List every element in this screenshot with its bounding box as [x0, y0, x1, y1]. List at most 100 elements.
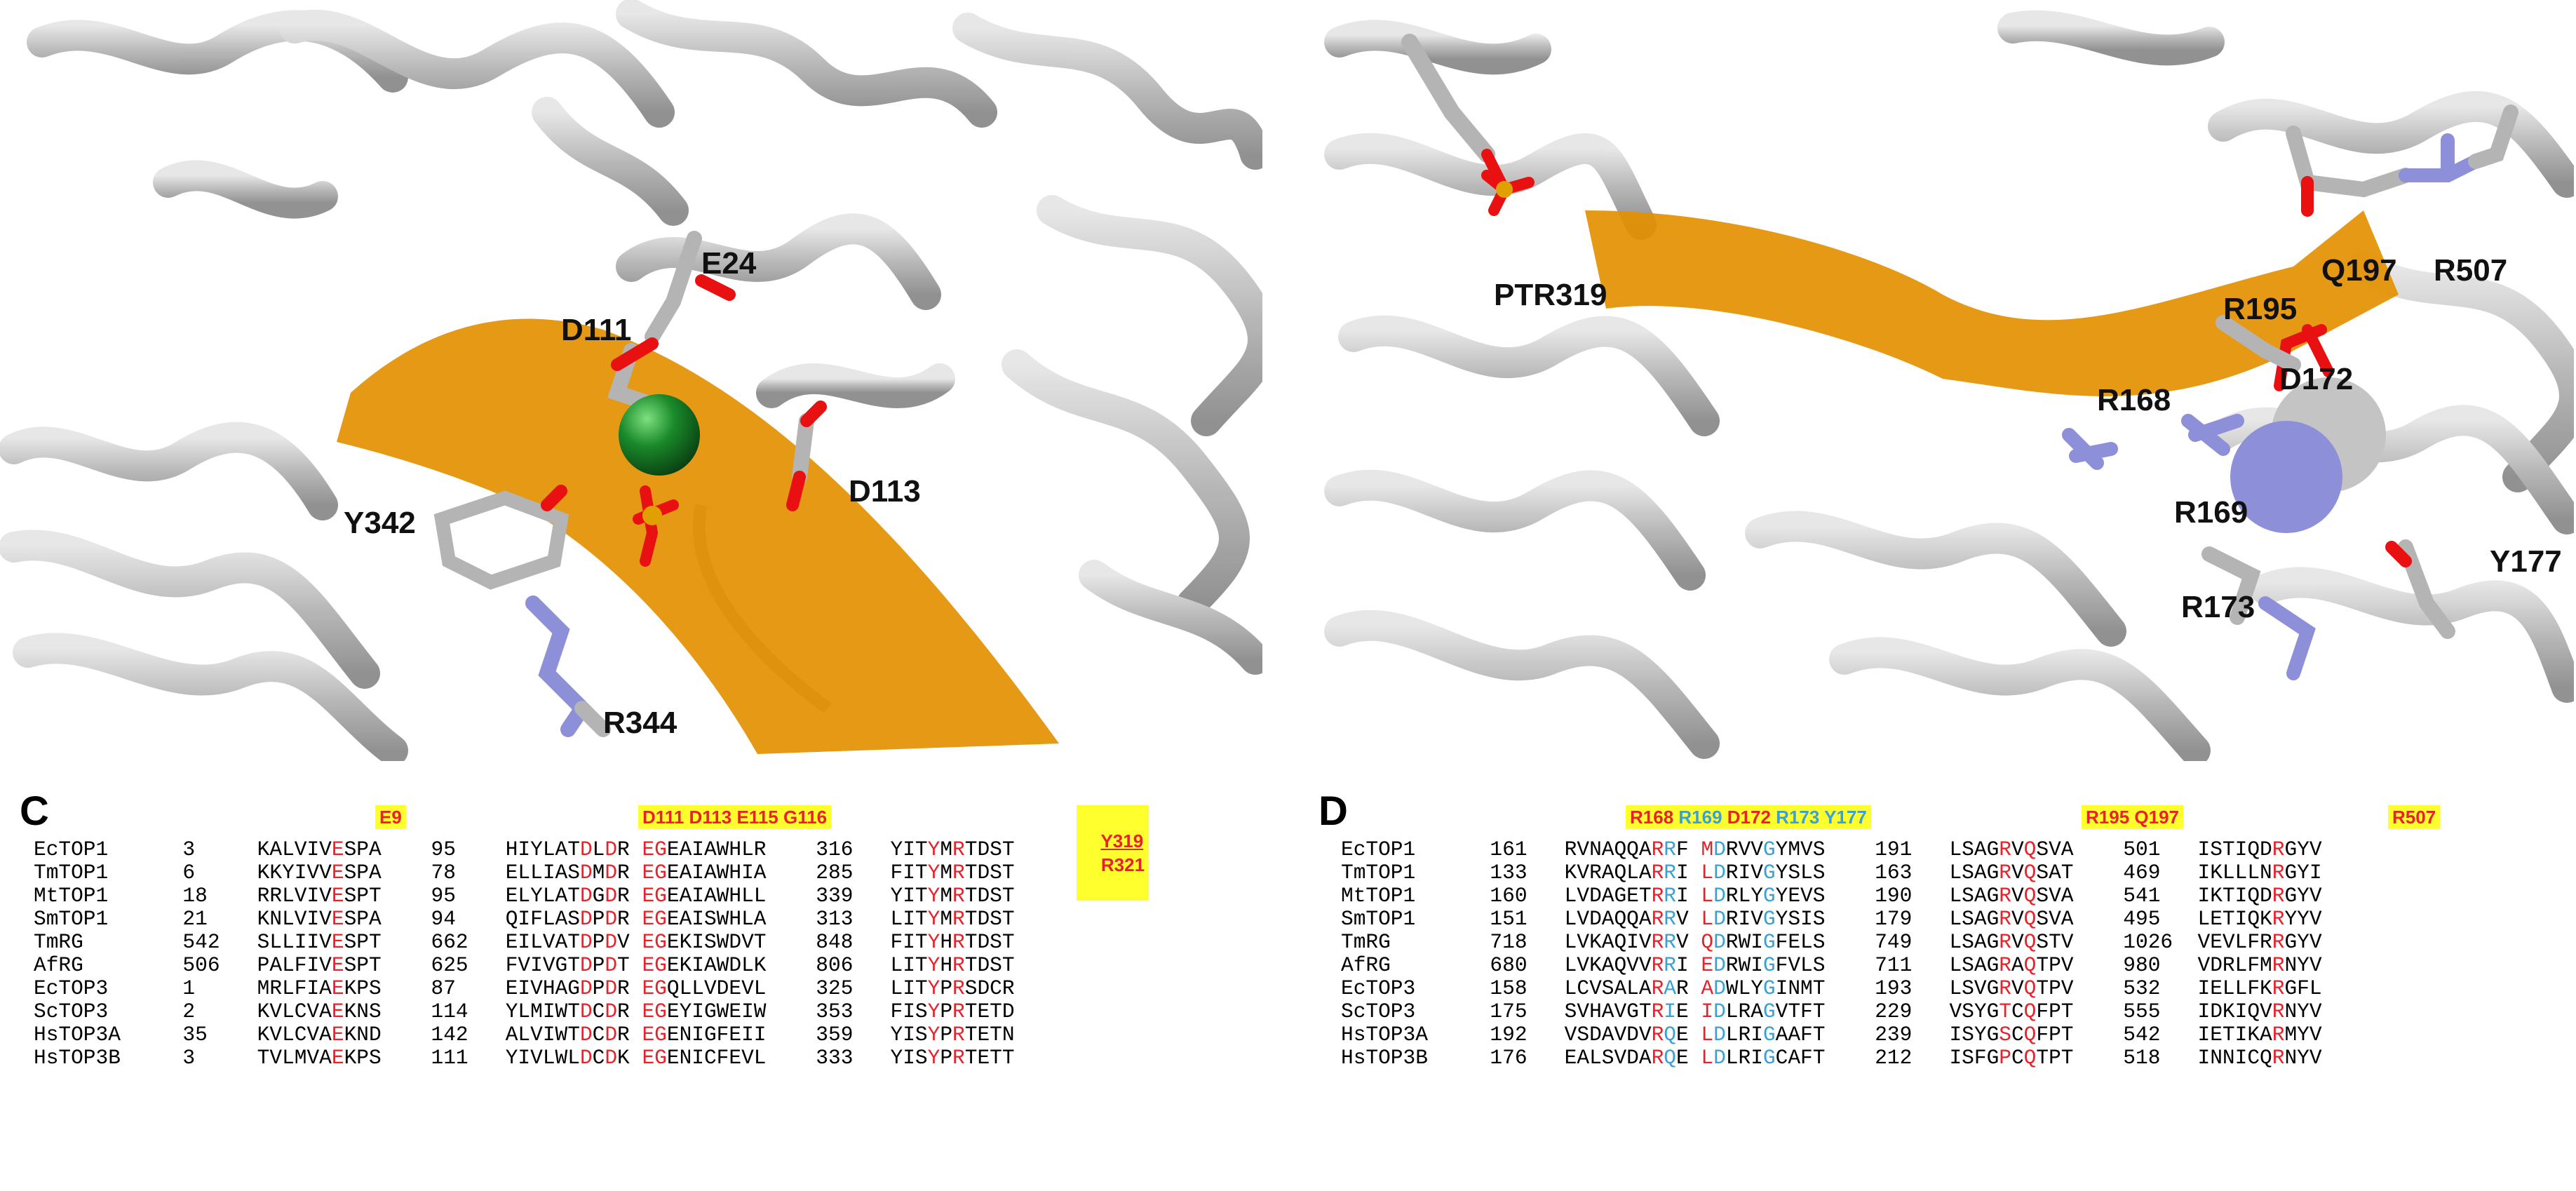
label-R507: R507 [2434, 253, 2507, 288]
sequence-segment: LVDAGETRRI LDRLYGYEVS [1564, 884, 1826, 908]
label-D172: D172 [2279, 362, 2353, 396]
sequence-segment: FISYPRTETD [890, 1000, 1015, 1023]
label-D111: D111 [561, 313, 631, 347]
alignment-row: ScTOP3 175 SVHAVGTRIE IDLRAGVTFT 229 VSY… [1341, 1000, 2322, 1023]
header-d-1-part: Y177 [1824, 807, 1867, 828]
sequence-segment: VEVLFRRGYV [2197, 930, 2322, 954]
alignment-row: TmTOP1 6 KKYIVVESPA 78 ELLIASDMDR EGEAIA… [34, 861, 1015, 884]
sequence-segment: IKLLLNRGYI [2197, 861, 2322, 884]
sequence-segment: LSAGRVQSVA [1949, 837, 2074, 861]
sequence-segment: FVIVGTDPDT EGEKIAWDLK [505, 953, 767, 977]
header-d-1-part: D172 [1727, 807, 1776, 828]
alignment-row: HsTOP3A 192 VSDAVDVRQE LDLRIGAAFT 239 IS… [1341, 1023, 2322, 1047]
sequence-segment: SVHAVGTRIE IDLRAGVTFT [1564, 1000, 1826, 1023]
label-PTR319: PTR319 [1494, 278, 1607, 312]
sequence-segment: RRLVIVESPT [257, 884, 382, 908]
label-R168: R168 [2097, 383, 2171, 417]
label-R195: R195 [2223, 292, 2297, 326]
sequence-segment: INNICQRNYV [2197, 1046, 2322, 1070]
sequence-segment: LSAGRVQSVA [1949, 884, 2074, 908]
sequence-segment: LSAGRVQSVA [1949, 907, 2074, 931]
sequence-segment: LITYHRTDST [890, 953, 1015, 977]
header-d-2: R195 Q197 [2082, 805, 2183, 829]
sequence-segment: EILVATDPDV EGEKISWDVT [505, 930, 767, 954]
sequence-segment: MRLFIAEKPS [257, 976, 382, 1000]
sequence-segment: FITYMRTDST [890, 861, 1015, 884]
helix-ribbons [1324, 10, 2574, 761]
alignment-row: HsTOP3B 176 EALSVDARQE LDLRIGCAFT 212 IS… [1341, 1046, 2322, 1070]
sequence-segment: EIVHAGDPDR EGQLLVDEVL [505, 976, 767, 1000]
alignment-d-rows: EcTOP1 161 RVNAQQARRF MDRVVGYMVS 191 LSA… [1341, 838, 2322, 1070]
alignment-c-rows: EcTOP1 3 KALVIVESPA 95 HIYLATDLDR EGEAIA… [34, 838, 1015, 1070]
sequence-segment: KVLCVAEKNS [257, 1000, 382, 1023]
panel-letter-c: C [20, 788, 49, 834]
alignment-row: EcTOP3 1 MRLFIAEKPS 87 EIVHAGDPDR EGQLLV… [34, 976, 1015, 1000]
alignment-row: ScTOP3 2 KVLCVAEKNS 114 YLMIWTDCDR EGEYI… [34, 1000, 1015, 1023]
sequence-segment: LCVSALARAR ADWLYGINMT [1564, 976, 1826, 1000]
alignment-row: TmRG 718 LVKAQIVRRV QDRWIGFELS 749 LSAGR… [1341, 930, 2322, 954]
phosphorus-atom [642, 506, 662, 525]
beta-strand [1585, 210, 2399, 396]
label-R344: R344 [603, 706, 677, 740]
header-d-1-part: R168 [1630, 807, 1679, 828]
alignment-row: SmTOP1 151 LVDAQQARRV LDRIVGYSIS 179 LSA… [1341, 907, 2322, 931]
alignment-row: MtTOP1 160 LVDAGETRRI LDRLYGYEVS 190 LSA… [1341, 884, 2322, 908]
side-chains [1401, 34, 2518, 680]
sequence-segment: LSAGRVQSTV [1949, 930, 2074, 954]
sequence-segment: SLLIIVESPT [257, 930, 382, 954]
sequence-segment: KVLCVAEKND [257, 1023, 382, 1047]
label-Y177: Y177 [2490, 544, 2562, 579]
beta-strand [337, 318, 1059, 754]
sequence-segment: LSVGRVQTPV [1949, 976, 2074, 1000]
header-c-3: Y319 R321 [1077, 805, 1149, 901]
helix-ribbons [0, 0, 1262, 761]
sequence-segment: LSAGRVQSAT [1949, 861, 2074, 884]
sequence-segment: LITYMRTDST [890, 907, 1015, 931]
alignment-row: AfRG 506 PALFIVESPT 625 FVIVGTDPDT EGEKI… [34, 953, 1015, 977]
label-D113: D113 [849, 474, 921, 509]
header-c-2: D111 D113 E115 G116 [638, 805, 832, 829]
sequence-segment: YLMIWTDCDR EGEYIGWEIW [505, 1000, 767, 1023]
sequence-segment: FITYHRTDST [890, 930, 1015, 954]
sequence-segment: KALVIVESPA [257, 837, 382, 861]
sequence-segment: ISYGSCQFPT [1949, 1023, 2074, 1047]
alignment-row: AfRG 680 LVKAQVVRRI EDRWIGFVLS 711 LSAGR… [1341, 953, 2322, 977]
sequence-segment: RVNAQQARRF MDRVVGYMVS [1564, 837, 1826, 861]
panel-b-structure: PTR319 Q197 R507 R195 D172 R168 R169 R17… [1311, 0, 2574, 761]
header-d-1-part: R173 [1776, 807, 1825, 828]
sequence-segment: IDKIQVRNYV [2197, 1000, 2322, 1023]
sequence-segment: LITYPRSDCR [890, 976, 1015, 1000]
sequence-segment: VSYGTCQFPT [1949, 1000, 2074, 1023]
sequence-segment: YISYPRTETN [890, 1023, 1015, 1047]
alignment-row: EcTOP1 3 KALVIVESPA 95 HIYLATDLDR EGEAIA… [34, 837, 1015, 861]
sequence-segment: YITYMRTDST [890, 884, 1015, 908]
sequence-segment: LVDAQQARRV LDRIVGYSIS [1564, 907, 1826, 931]
side-chains [433, 231, 827, 737]
alignment-row: SmTOP1 21 KNLVIVESPA 94 QIFLASDPDR EGEAI… [34, 907, 1015, 931]
alignment-row: HsTOP3A 35 KVLCVAEKND 142 ALVIWTDCDR EGE… [34, 1023, 1015, 1047]
sequence-segment: KKYIVVESPA [257, 861, 382, 884]
header-d-3: R507 [2388, 805, 2441, 829]
sequence-segment: VSDAVDVRQE LDLRIGAAFT [1564, 1023, 1826, 1047]
panel-letter-d: D [1319, 788, 1348, 834]
header-c-3b: R321 [1100, 854, 1145, 875]
label-E24: E24 [701, 246, 757, 281]
sequence-segment: ALVIWTDCDR EGENIGFEII [505, 1023, 767, 1047]
header-c-3a: Y319 [1100, 830, 1144, 852]
sequence-segment: IKTIQDRGYV [2197, 884, 2322, 908]
sequence-segment: ISFGPCQTPT [1949, 1046, 2074, 1070]
sequence-segment: ELLIASDMDR EGEAIAWHIA [505, 861, 767, 884]
sequence-segment: TVLMVAEKPS [257, 1046, 382, 1070]
sequence-segment: VDRLFMRNYV [2197, 953, 2322, 977]
alignment-row: EcTOP3 158 LCVSALARAR ADWLYGINMT 193 LSV… [1341, 976, 2322, 1000]
panel-a-structure: E24 D111 D113 Y342 R344 [0, 0, 1262, 761]
sequence-segment: YITYMRTDST [890, 837, 1015, 861]
alignment-row: TmTOP1 133 KVRAQLARRI LDRIVGYSLS 163 LSA… [1341, 861, 2322, 884]
sequence-segment: IETIKARMYV [2197, 1023, 2322, 1047]
sequence-segment: EALSVDARQE LDLRIGCAFT [1564, 1046, 1826, 1070]
alignment-row: EcTOP1 161 RVNAQQARRF MDRVVGYMVS 191 LSA… [1341, 837, 2322, 861]
solvent-sphere [2230, 421, 2342, 533]
header-c-1: E9 [375, 805, 406, 829]
sequence-segment: LVKAQIVRRV QDRWIGFELS [1564, 930, 1826, 954]
sequence-segment: YISYPRTETT [890, 1046, 1015, 1070]
